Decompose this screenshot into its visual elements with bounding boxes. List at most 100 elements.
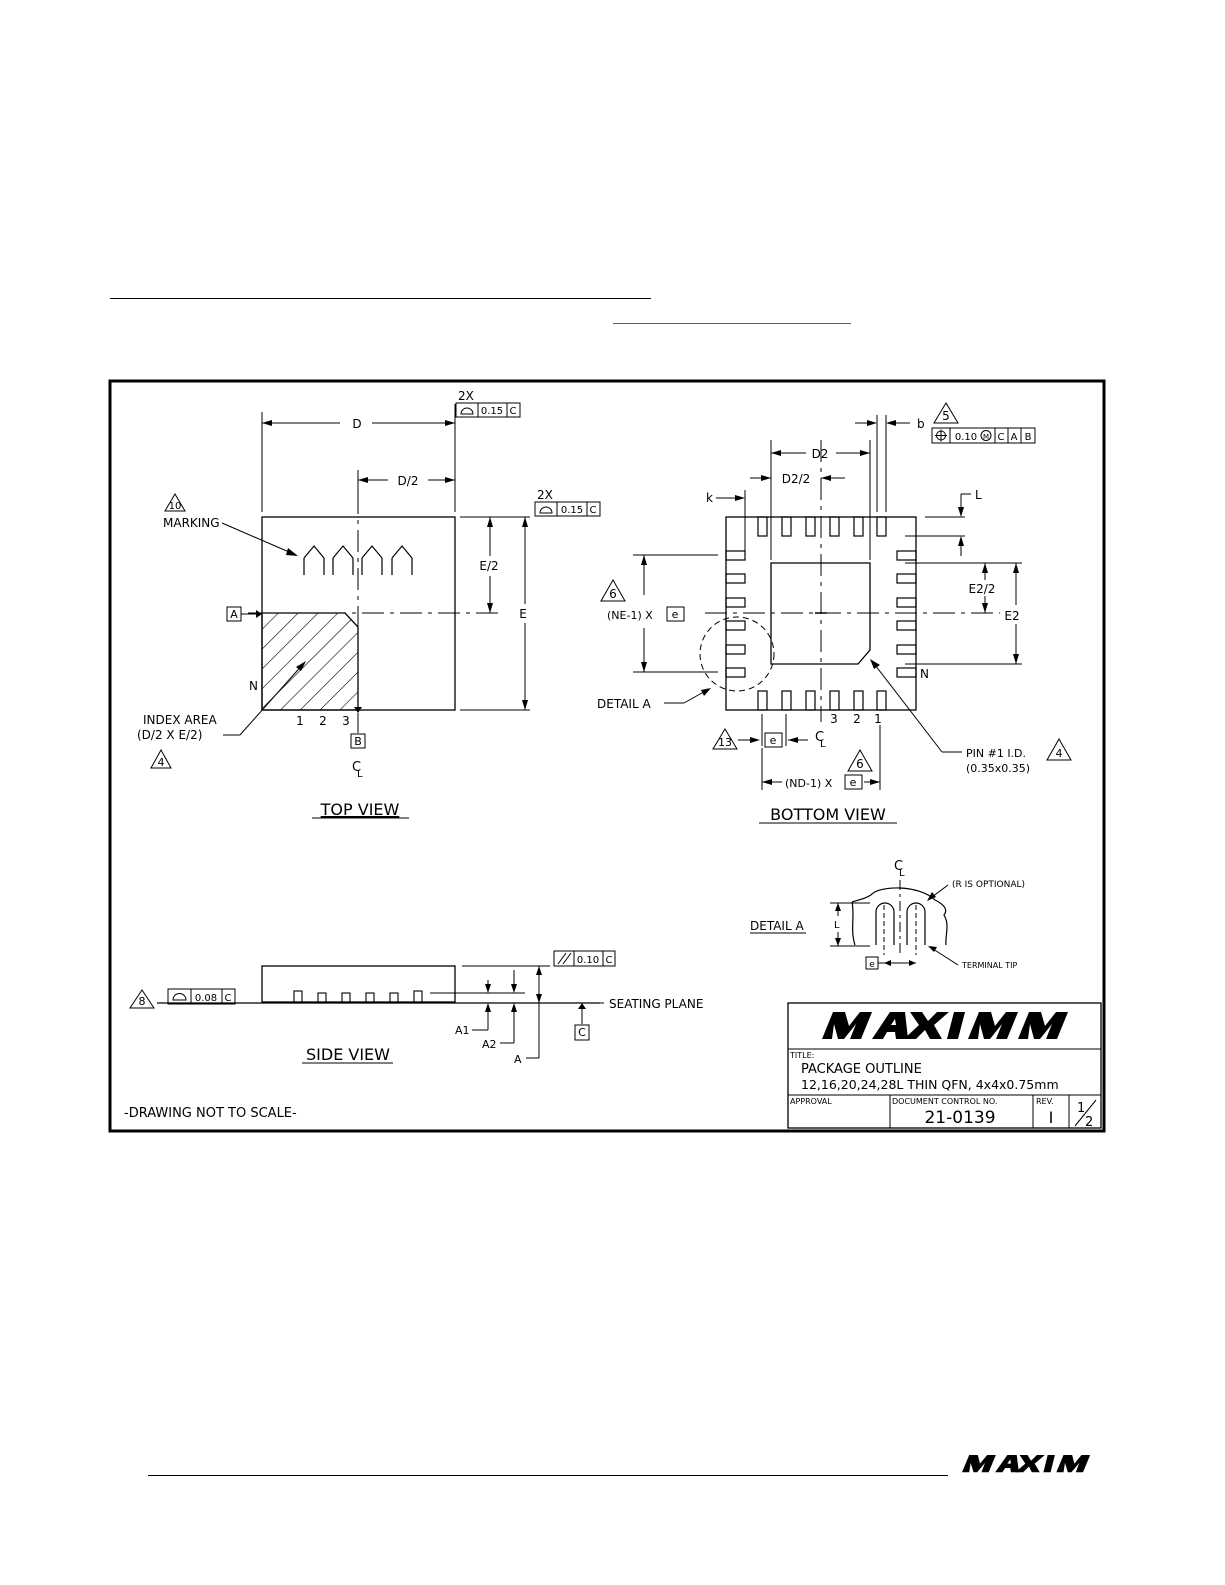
- svg-text:L: L: [899, 868, 905, 879]
- sheet-total: 2: [1085, 1115, 1093, 1130]
- detail-a-callout: DETAIL A: [597, 697, 651, 711]
- title-label: TITLE:: [789, 1051, 814, 1060]
- dim-e2-half: E2/2: [969, 582, 996, 596]
- flatness-value: 0.15: [481, 406, 503, 417]
- parallel-datum: C: [606, 955, 613, 966]
- flatness-datum: C: [510, 406, 517, 417]
- detail-centerline-symbol: C L: [894, 859, 905, 879]
- top-pin-2: 2: [319, 714, 327, 728]
- top-pin-1: 1: [296, 714, 304, 728]
- datum-b: B: [354, 735, 362, 748]
- rev-value: I: [1049, 1108, 1054, 1127]
- seating-plane-label: SEATING PLANE: [609, 997, 703, 1011]
- title-block: TITLE: PACKAGE OUTLINE 12,16,20,24,28L T…: [787, 1002, 1102, 1130]
- title-line-2: 12,16,20,24,28L THIN QFN, 4x4x0.75mm: [801, 1077, 1059, 1092]
- ne-label: (NE-1) X: [607, 609, 653, 622]
- approval-label: APPROVAL: [790, 1097, 832, 1106]
- detail-a-view: DETAIL A C L (R IS OPTIONAL) L e: [750, 859, 1025, 970]
- bottom-centerline-symbol: C L: [815, 730, 826, 750]
- side-leads: [293, 990, 423, 1004]
- dim-d-half: D/2: [398, 474, 419, 488]
- detail-terminals: [875, 902, 926, 945]
- bottom-pin-3: 3: [830, 712, 838, 726]
- parallel-value: 0.10: [577, 955, 599, 966]
- index-area-label: INDEX AREA: [143, 713, 218, 727]
- ne-e-box: e: [672, 608, 679, 621]
- svg-text:C: C: [352, 760, 361, 775]
- side-view-body: [261, 965, 456, 1003]
- detail-package-edge: [851, 887, 948, 946]
- flatness2-2x: 2X: [537, 488, 553, 502]
- top-note-4: 4: [158, 756, 165, 769]
- terminal-tip: TERMINAL TIP: [961, 961, 1017, 970]
- detail-a-circle: [699, 616, 775, 692]
- index-area-hatch: [261, 612, 359, 711]
- svg-text:M: M: [983, 433, 989, 441]
- flatness-2x: 2X: [458, 389, 474, 403]
- exposed-pad: [770, 562, 871, 665]
- header-rule: [110, 298, 651, 299]
- not-to-scale-note: -DRAWING NOT TO SCALE-: [124, 1106, 297, 1121]
- svg-text:C: C: [815, 730, 824, 745]
- note-13: 13: [718, 736, 732, 749]
- dim-d2: D2: [812, 447, 829, 461]
- detail-dim-e: e: [869, 960, 875, 970]
- maxim-logo: [822, 1012, 1068, 1039]
- bottom-pin-1: 1: [874, 712, 882, 726]
- drawing-frame: [108, 379, 1106, 1133]
- dim-d: D: [352, 417, 361, 431]
- r-optional: (R IS OPTIONAL): [952, 880, 1025, 890]
- dim-b: b: [917, 417, 925, 431]
- datum-a: A: [230, 608, 238, 621]
- coplanarity-datum: C: [225, 993, 232, 1004]
- dim-e: E: [519, 607, 527, 621]
- index-area-size: (D/2 X E/2): [137, 728, 202, 742]
- datum-c: C: [578, 1026, 586, 1039]
- doc-number: 21-0139: [924, 1108, 995, 1128]
- pin1-id-label: PIN #1 I.D.: [966, 747, 1026, 760]
- svg-text:L: L: [820, 739, 826, 750]
- sheet-number: 1: [1077, 1101, 1085, 1116]
- left-pads: [725, 550, 746, 678]
- dim-d2-half: D2/2: [782, 472, 811, 486]
- flatness2-datum: C: [590, 505, 597, 516]
- marking-note-number: 10: [169, 501, 182, 512]
- position-datum-a: A: [1011, 432, 1018, 443]
- top-view: D D/2 2X 0.15 C E E/2 2X 0.15: [137, 389, 601, 819]
- bottom-view: D2 D2/2 k b 5 0.10 M C A B: [597, 402, 1072, 824]
- top-centerline-symbol: C L: [352, 760, 363, 780]
- pin1-id-size: (0.35x0.35): [966, 762, 1030, 775]
- nd-label: (ND-1) X: [785, 777, 833, 790]
- note-6b: 6: [856, 757, 864, 771]
- header-link-underline[interactable]: [613, 323, 851, 324]
- nd-e-box: e: [850, 776, 857, 789]
- right-pads: [896, 550, 917, 678]
- footer-maxim-logo: [962, 1455, 1091, 1473]
- dim-a: A: [514, 1053, 522, 1066]
- dim-l: L: [975, 488, 982, 502]
- e-box-pitch: e: [770, 734, 777, 747]
- marking-symbols: [303, 545, 413, 575]
- rev-label: REV.: [1036, 1097, 1054, 1106]
- dim-k: k: [706, 491, 713, 505]
- detail-a-title: DETAIL A: [750, 919, 804, 933]
- top-pads: [757, 516, 887, 537]
- dim-a2: A2: [482, 1038, 497, 1051]
- position-datum-c: C: [998, 432, 1005, 443]
- dim-e-half: E/2: [479, 559, 498, 573]
- top-view-title: TOP VIEW: [320, 800, 400, 819]
- coplanarity-value: 0.08: [195, 993, 217, 1004]
- side-note-8: 8: [139, 995, 146, 1008]
- flatness2-value: 0.15: [561, 505, 583, 516]
- doc-control-label: DOCUMENT CONTROL NO.: [892, 1097, 997, 1106]
- position-value: 0.10: [955, 432, 977, 443]
- marking-label: MARKING: [163, 516, 220, 530]
- bottom-view-title: BOTTOM VIEW: [770, 805, 886, 824]
- footer-rule: [148, 1475, 948, 1476]
- svg-text:C: C: [894, 859, 903, 874]
- note-5: 5: [942, 409, 950, 423]
- bottom-pin-2: 2: [853, 712, 861, 726]
- dim-e2: E2: [1004, 609, 1019, 623]
- dim-a1: A1: [455, 1024, 470, 1037]
